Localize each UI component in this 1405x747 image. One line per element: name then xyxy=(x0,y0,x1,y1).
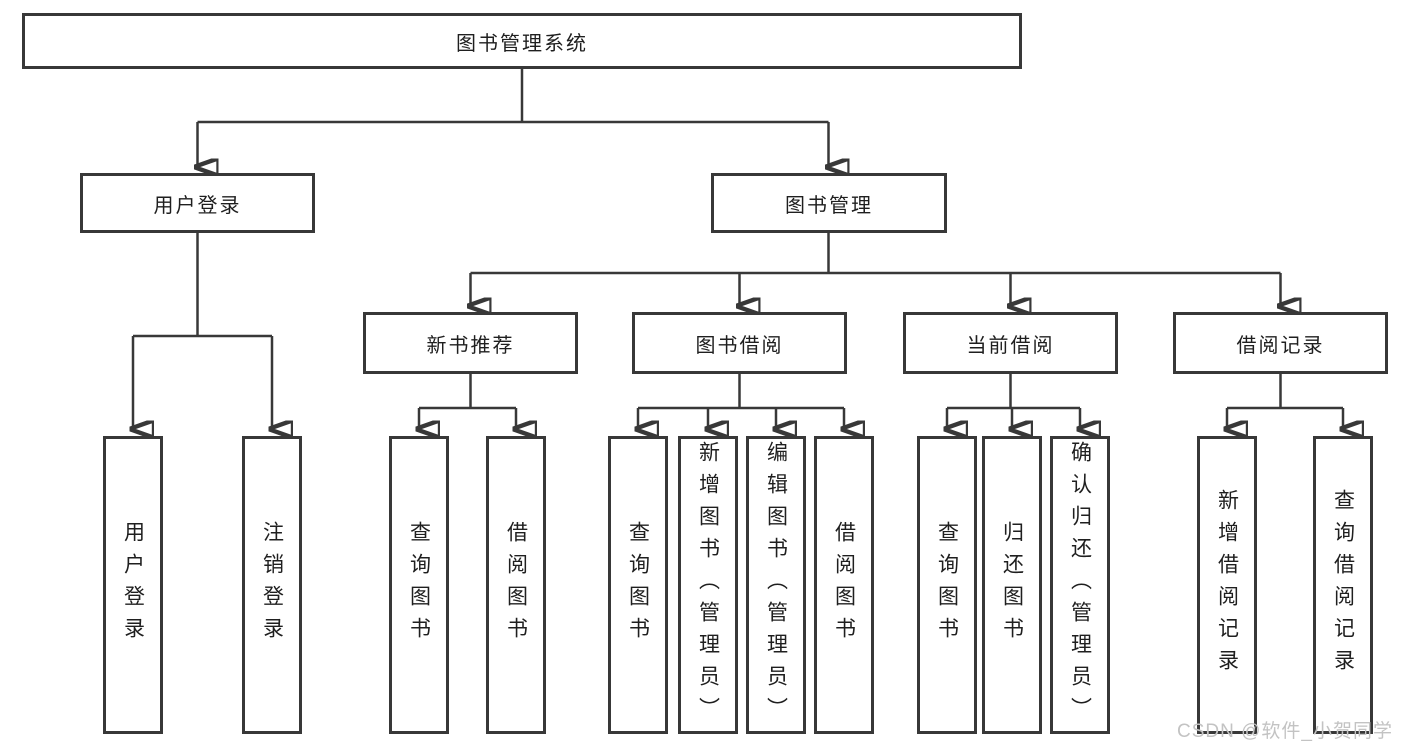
branch-user-login: 用户登录 xyxy=(80,173,315,233)
leaf-nbr-query-books: 查询图书 xyxy=(389,436,449,734)
leaf-user-login: 用户登录 xyxy=(103,436,163,734)
leaf-bb-edit-books-admin: 编辑图书（管理员） xyxy=(746,436,806,734)
leaf-cb-query-books: 查询图书 xyxy=(917,436,977,734)
leaf-bb-add-books-admin-label: 新增图书（管理员） xyxy=(696,441,720,729)
connector-book-borrowing-to-leaves xyxy=(638,374,844,429)
leaf-user-login-label: 用户登录 xyxy=(121,521,145,649)
group-borrowing-records-label: 借阅记录 xyxy=(1236,334,1325,357)
connector-root-to-branches xyxy=(198,69,829,167)
connector-current-borrowing-to-leaves xyxy=(947,374,1080,429)
branch-book-management-label: 图书管理 xyxy=(785,194,873,217)
group-current-borrowing: 当前借阅 xyxy=(903,312,1118,374)
group-new-book-recommendation: 新书推荐 xyxy=(363,312,578,374)
leaf-logout: 注销登录 xyxy=(242,436,302,734)
leaf-cb-return-books-label: 归还图书 xyxy=(1000,521,1024,649)
leaf-bb-add-books-admin: 新增图书（管理员） xyxy=(678,436,738,734)
connector-borrowing-records-to-leaves xyxy=(1227,374,1343,429)
leaf-nbr-borrow-books: 借阅图书 xyxy=(486,436,546,734)
group-book-borrowing: 图书借阅 xyxy=(632,312,847,374)
leaf-cb-return-books: 归还图书 xyxy=(982,436,1042,734)
branch-book-management: 图书管理 xyxy=(711,173,947,233)
leaf-cb-query-books-label: 查询图书 xyxy=(935,521,959,649)
node-root: 图书管理系统 xyxy=(22,13,1022,69)
group-book-borrowing-label: 图书借阅 xyxy=(695,334,784,357)
leaf-br-add-record-label: 新增借阅记录 xyxy=(1215,489,1239,681)
group-current-borrowing-label: 当前借阅 xyxy=(966,334,1055,357)
leaf-bb-query-books-label: 查询图书 xyxy=(626,521,650,649)
leaf-bb-borrow-books: 借阅图书 xyxy=(814,436,874,734)
leaf-nbr-borrow-books-label: 借阅图书 xyxy=(504,521,528,649)
leaf-bb-edit-books-admin-label: 编辑图书（管理员） xyxy=(764,441,788,729)
leaf-br-add-record: 新增借阅记录 xyxy=(1197,436,1257,734)
connector-user-login-to-leaves xyxy=(133,233,272,429)
leaf-cb-confirm-return-admin: 确认归还（管理员） xyxy=(1050,436,1110,734)
leaf-bb-query-books: 查询图书 xyxy=(608,436,668,734)
leaf-br-query-record: 查询借阅记录 xyxy=(1313,436,1373,734)
connector-book-management-to-groups xyxy=(471,233,1281,306)
leaf-nbr-query-books-label: 查询图书 xyxy=(407,521,431,649)
csdn-watermark: CSDN @软件_小贺同学 xyxy=(1177,721,1393,742)
node-root-label: 图书管理系统 xyxy=(456,32,588,55)
branch-user-login-label: 用户登录 xyxy=(153,194,242,217)
group-new-book-recommendation-label: 新书推荐 xyxy=(426,334,515,357)
connector-new-book-recommendation-to-leaves xyxy=(419,374,516,429)
leaf-br-query-record-label: 查询借阅记录 xyxy=(1331,489,1355,681)
leaf-cb-confirm-return-admin-label: 确认归还（管理员） xyxy=(1068,441,1092,729)
leaf-bb-borrow-books-label: 借阅图书 xyxy=(832,521,856,649)
group-borrowing-records: 借阅记录 xyxy=(1173,312,1388,374)
leaf-logout-label: 注销登录 xyxy=(260,521,284,649)
